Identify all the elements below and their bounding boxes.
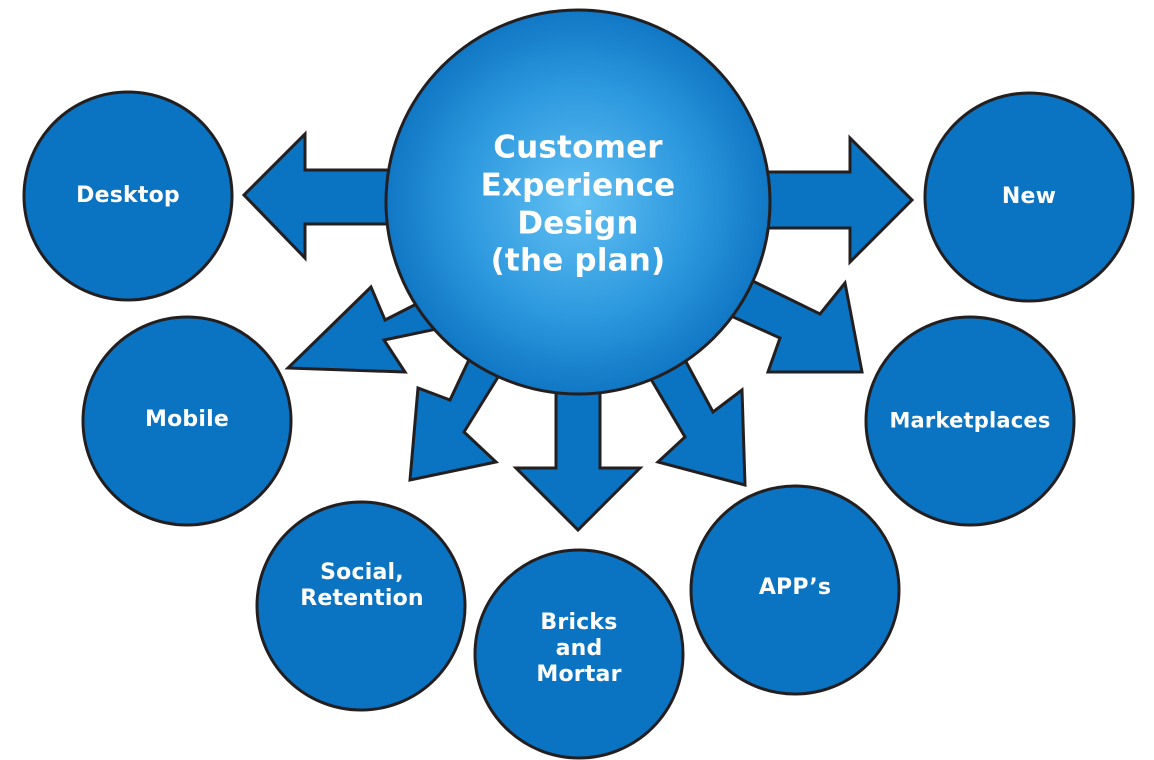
desktop-circle: [22, 90, 234, 302]
mobile-circle: [81, 315, 293, 527]
new-label: New: [1001, 184, 1057, 210]
social-circle: [255, 500, 467, 712]
social-retention-label: Social, Retention: [300, 560, 424, 611]
apps-label: APP’s: [758, 575, 832, 601]
marketplaces-circle: [864, 315, 1076, 527]
bricks-circle: [473, 548, 685, 760]
new-circle: [923, 91, 1135, 303]
desktop-label: Desktop: [76, 183, 180, 209]
outer-circles: [22, 90, 1135, 760]
center-circle: [384, 8, 772, 396]
mobile-label: Mobile: [145, 407, 229, 433]
marketplaces-label: Marketplaces: [889, 408, 1051, 433]
bricks-and-mortar-label: Bricks and Mortar: [536, 610, 622, 687]
center-label: Customer Experience Design (the plan): [480, 129, 676, 279]
apps-circle: [689, 484, 901, 696]
